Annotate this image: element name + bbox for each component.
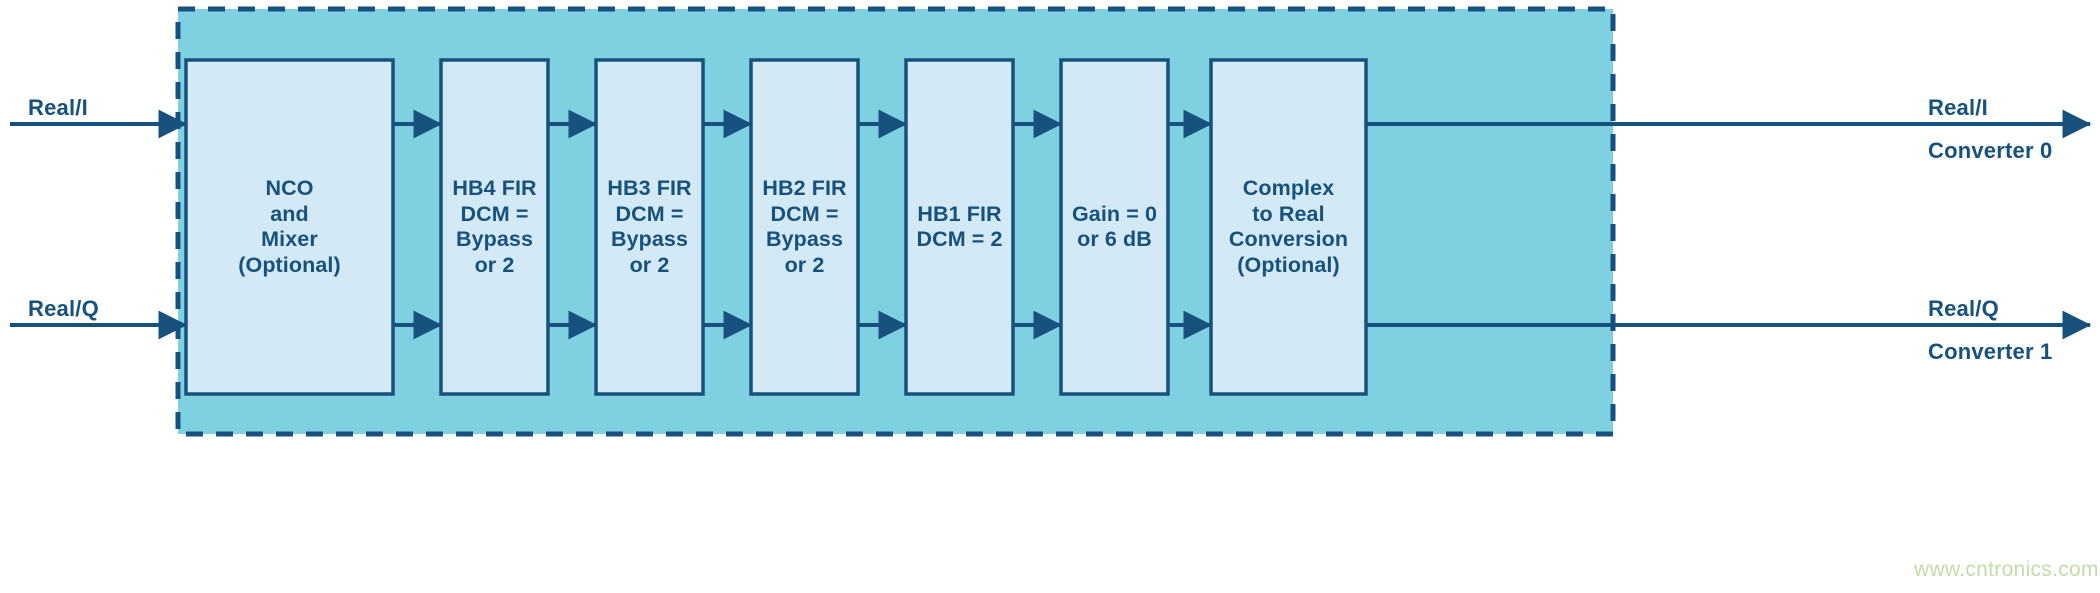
block-hb2-fir[interactable] (749, 58, 860, 396)
block-hb4-fir[interactable] (439, 58, 550, 396)
output-label-real-q: Real/Q (1928, 296, 1999, 321)
block-gain[interactable] (1059, 58, 1170, 396)
watermark: www.cntronics.com (1914, 558, 2099, 581)
block-nco-mixer[interactable] (184, 58, 395, 396)
input-label-real-i: Real/I (28, 95, 88, 120)
block-hb3-fir[interactable] (594, 58, 705, 396)
output-label-converter-1: Converter 1 (1928, 339, 2053, 364)
output-label-converter-0: Converter 0 (1928, 138, 2053, 163)
input-label-real-q: Real/Q (28, 296, 99, 321)
block-complex-to-real[interactable] (1209, 58, 1368, 396)
block-hb1-fir[interactable] (904, 58, 1015, 396)
dashed-region (175, 6, 1616, 437)
output-label-real-i: Real/I (1928, 95, 1988, 120)
